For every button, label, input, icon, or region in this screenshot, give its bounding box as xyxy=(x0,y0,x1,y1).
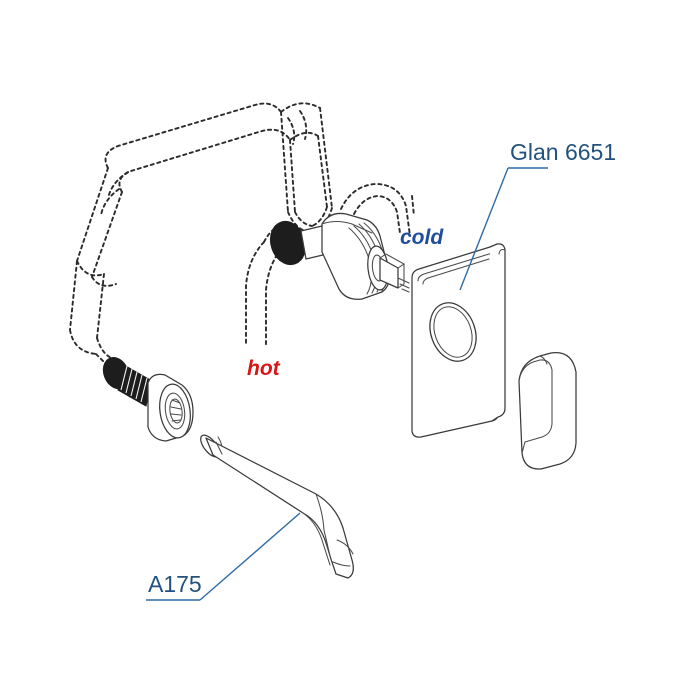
wall-spout xyxy=(200,434,354,579)
leader-line-glan-6651 xyxy=(459,167,509,291)
callout-label-glan-6651: Glan 6651 xyxy=(510,139,616,165)
flow-label-cold: cold xyxy=(400,226,444,249)
threaded-nipple xyxy=(102,356,153,407)
leader-lines xyxy=(146,167,548,601)
flow-label-hot: hot xyxy=(247,357,281,380)
valve-spindle xyxy=(379,253,410,293)
lever-handle xyxy=(518,352,577,470)
spout-connector-nut xyxy=(147,373,194,442)
callout-label-a175: A175 xyxy=(148,571,202,597)
leader-line-a175 xyxy=(199,512,301,601)
escutcheon-cover-plate xyxy=(411,243,506,438)
valve-body xyxy=(269,212,390,300)
